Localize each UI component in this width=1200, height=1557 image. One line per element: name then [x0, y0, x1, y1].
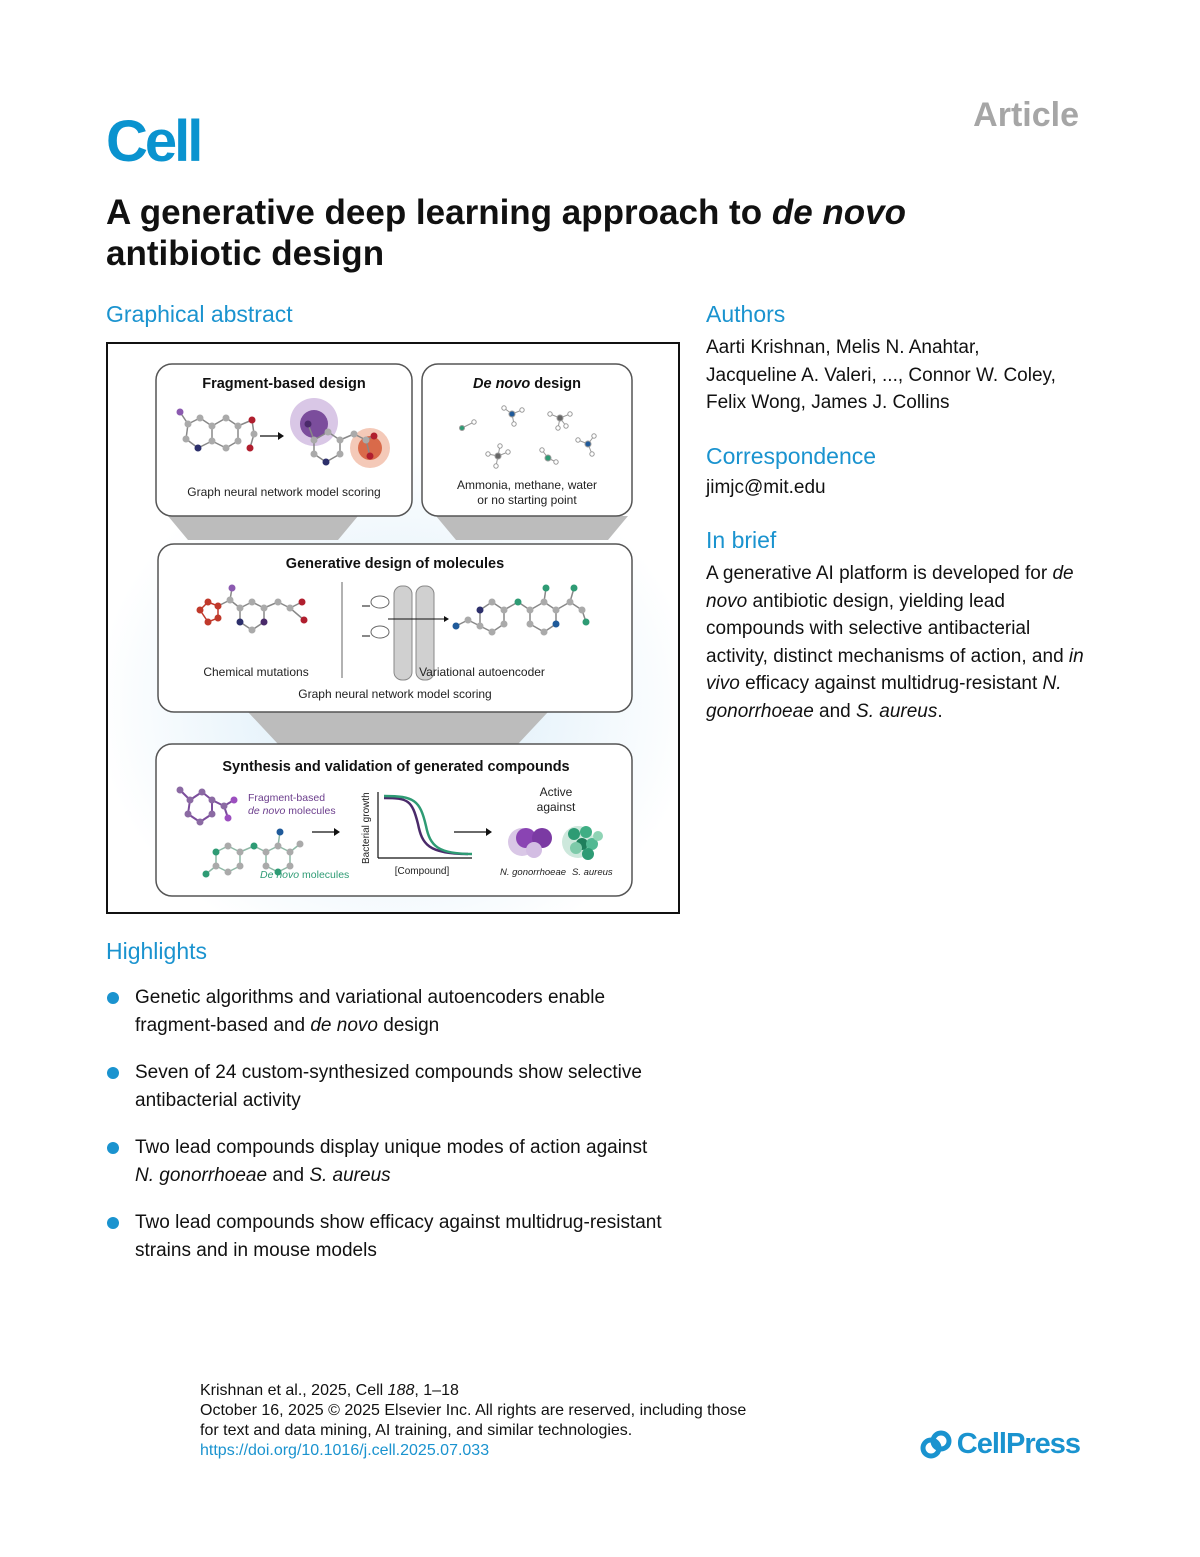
highlight-item: Genetic algorithms and variational autoe…: [106, 984, 666, 1040]
copyright-line2: for text and data mining, AI training, a…: [200, 1422, 633, 1439]
fragment-input-molecule: [176, 408, 258, 452]
highlights-list: Genetic algorithms and variational autoe…: [106, 984, 666, 1284]
vae-diagram: [362, 585, 449, 681]
synthesis-panel: [155, 743, 633, 897]
fragment-molecules-label: Fragment-based: [248, 792, 325, 804]
authors-list: Aarti Krishnan, Melis N. Anahtar, Jacque…: [706, 334, 1096, 417]
s-aureus-icon: [562, 826, 603, 860]
journal-logo: Cell: [106, 109, 203, 174]
authors-line: Felix Wong, James J. Collins: [706, 392, 950, 413]
denovo-result-molecule: [202, 828, 304, 878]
bullet-icon: [107, 1217, 119, 1229]
chemical-mutations-label: Chemical mutations: [203, 665, 308, 679]
arrow-to-curve: [312, 828, 340, 836]
bullet-icon: [107, 992, 119, 1004]
fragment-panel: [155, 363, 413, 517]
in-brief-heading: In brief: [706, 527, 777, 553]
doi-link[interactable]: https://doi.org/10.1016/j.cell.2025.07.0…: [200, 1442, 490, 1459]
active-label: Active: [540, 785, 573, 799]
cellpress-logo: CellPress: [919, 1428, 1081, 1461]
citation-line: Krishnan et al., 2025, Cell 188, 1–18: [200, 1382, 459, 1399]
n-gonorrhoeae-icon: [508, 828, 552, 858]
graphical-abstract-heading: Graphical abstract: [106, 301, 293, 327]
copyright-line: October 16, 2025 © 2025 Elsevier Inc. Al…: [200, 1402, 747, 1419]
bullet-icon: [107, 1142, 119, 1154]
mutation-molecule: [196, 584, 308, 634]
publisher-name: CellPress: [956, 1428, 1081, 1460]
green-curve: [383, 794, 473, 856]
purple-curve: [383, 796, 469, 856]
vae-label: Variational autoencoder: [419, 665, 545, 679]
generative-title: Generative design of molecules: [286, 556, 504, 572]
authors-line: Aarti Krishnan, Melis N. Anahtar,: [706, 337, 980, 358]
authors-line: Jacqueline A. Valeri, ..., Connor W. Col…: [706, 364, 1056, 386]
authors-heading: Authors: [706, 301, 786, 327]
title-text: A generative deep learning approach to: [106, 193, 772, 232]
generative-caption: Graph neural network model scoring: [298, 687, 491, 701]
title-text-line2: antibiotic design: [106, 234, 385, 273]
article-type: Article: [973, 96, 1079, 134]
y-axis-label: Bacterial growth: [361, 792, 372, 864]
denovo-caption-line1: Ammonia, methane, water: [457, 478, 597, 492]
correspondence-heading: Correspondence: [706, 443, 877, 469]
bacterium2-label: S. aureus: [572, 867, 613, 878]
denovo-panel: [421, 363, 633, 517]
synthesis-title: Synthesis and validation of generated co…: [222, 759, 569, 775]
vae-output-molecule: [452, 584, 590, 636]
denovo-title: De novo design: [473, 376, 581, 392]
connector-right: [436, 516, 628, 540]
title-italic: de novo: [771, 193, 906, 232]
arrow-to-bacteria: [454, 828, 492, 836]
highlights-heading: Highlights: [106, 938, 207, 964]
denovo-molecules-label: De novo molecules: [260, 869, 349, 881]
arrow-fragment: [260, 432, 284, 440]
graphical-abstract-svg: Fragment-based design: [108, 363, 678, 912]
citation-footer: Krishnan et al., 2025, Cell 188, 1–18 Oc…: [200, 1381, 746, 1461]
fragment-scored-molecule: [290, 398, 390, 468]
fragment-caption: Graph neural network model scoring: [187, 485, 380, 499]
in-brief-text: A generative AI platform is developed fo…: [706, 563, 1084, 722]
growth-curve-plot: Bacterial growth [Compound]: [361, 792, 473, 877]
highlight-item: Two lead compounds display unique modes …: [106, 1134, 666, 1190]
connector-middle: [248, 712, 548, 744]
bacterium1-label: N. gonorrhoeae: [500, 867, 566, 878]
bullet-icon: [107, 1067, 119, 1079]
correspondence-email[interactable]: jimjc@mit.edu: [706, 477, 826, 498]
article-title: A generative deep learning approach to d…: [106, 192, 1106, 274]
highlight-item: Seven of 24 custom-synthesized compounds…: [106, 1059, 666, 1115]
fragment-result-molecule: [176, 786, 238, 826]
small-molecules: [459, 405, 597, 469]
fragment-title: Fragment-based design: [202, 376, 366, 392]
graphical-abstract-figure: Fragment-based design: [106, 342, 680, 914]
fragment-molecules-label2: de novo molecules: [248, 805, 336, 817]
highlight-item: Two lead compounds show efficacy against…: [106, 1209, 666, 1265]
against-label: against: [537, 800, 576, 814]
cellpress-mark-icon: [920, 1430, 952, 1458]
denovo-caption-line2: or no starting point: [477, 493, 577, 507]
x-axis-label: [Compound]: [395, 866, 450, 877]
connector-left: [168, 516, 358, 540]
